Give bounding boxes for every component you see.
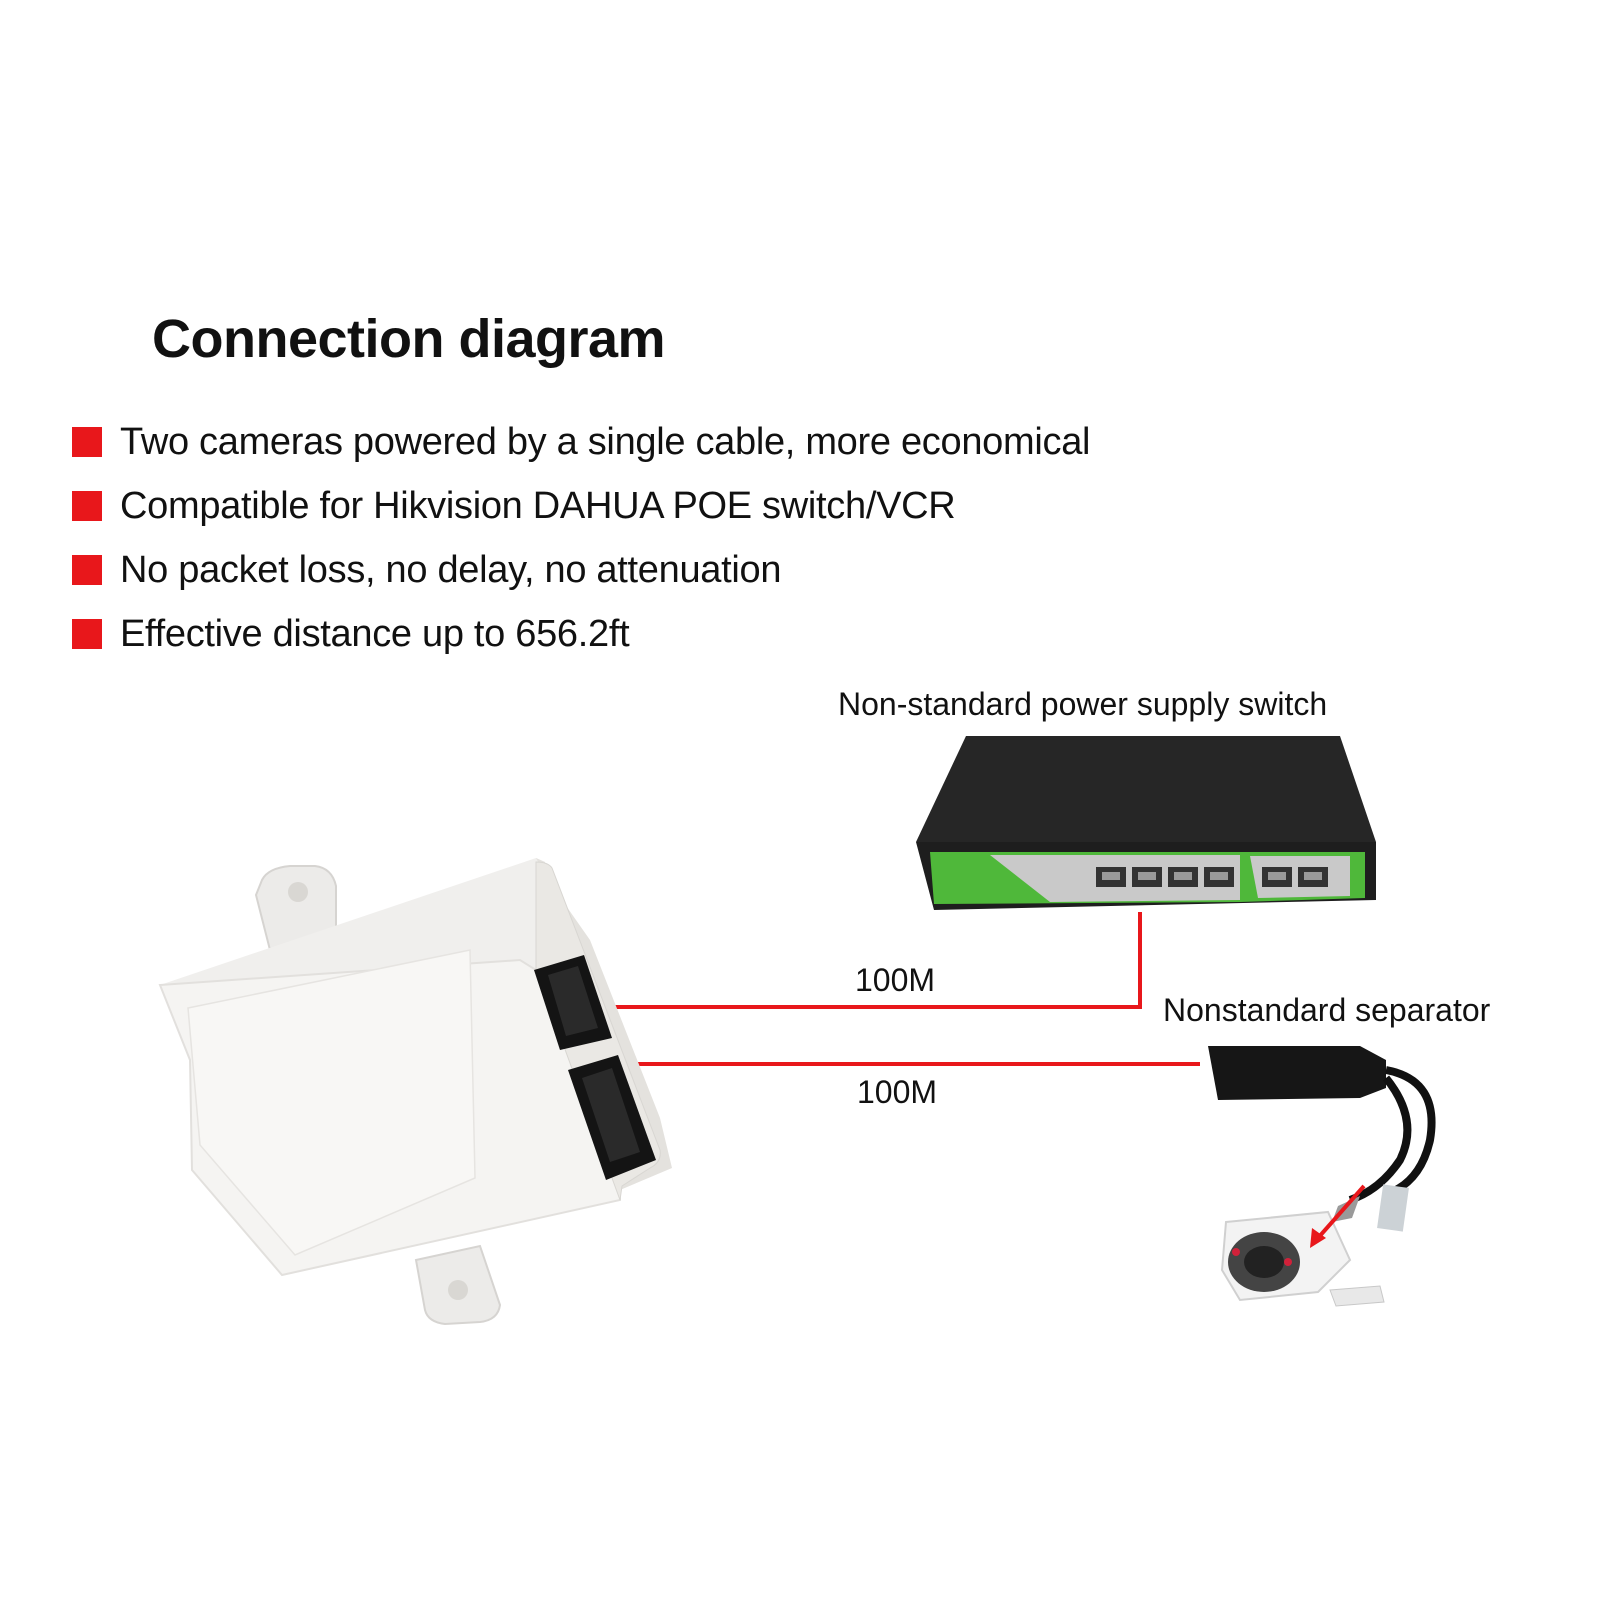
- cable-splitter-to-switch: [614, 912, 1142, 1009]
- bullet-camera-icon: [1220, 1184, 1385, 1307]
- feature-list: Two cameras powered by a single cable, m…: [72, 410, 1090, 666]
- red-square-bullet-icon: [72, 427, 102, 457]
- feature-item: Two cameras powered by a single cable, m…: [72, 410, 1090, 474]
- cable-group: [614, 912, 1200, 1066]
- link-speed-label-top: 100M: [855, 962, 936, 998]
- link-speed-label-bottom: 100M: [857, 1074, 938, 1110]
- feature-item: Compatible for Hikvision DAHUA POE switc…: [72, 474, 1090, 538]
- separator-label: Nonstandard separator: [1163, 992, 1491, 1028]
- poe-separator-icon: [1208, 1046, 1436, 1232]
- feature-text: No packet loss, no delay, no attenuation: [120, 548, 782, 591]
- feature-text: Compatible for Hikvision DAHUA POE switc…: [120, 484, 956, 527]
- feature-item: No packet loss, no delay, no attenuation: [72, 538, 1090, 602]
- arrow-icon: [1310, 1184, 1366, 1248]
- poe-splitter-icon: [158, 858, 672, 1326]
- splitter-port-top-icon: [534, 955, 612, 1050]
- feature-item: Effective distance up to 656.2ft: [72, 602, 1090, 666]
- network-switch-icon: [916, 736, 1376, 910]
- red-square-bullet-icon: [72, 619, 102, 649]
- red-square-bullet-icon: [72, 555, 102, 585]
- page-title: Connection diagram: [152, 309, 666, 369]
- feature-text: Two cameras powered by a single cable, m…: [120, 420, 1091, 463]
- splitter-port-bottom-icon: [568, 1055, 656, 1180]
- switch-label: Non-standard power supply switch: [838, 686, 1328, 722]
- red-square-bullet-icon: [72, 491, 102, 521]
- feature-text: Effective distance up to 656.2ft: [120, 612, 630, 655]
